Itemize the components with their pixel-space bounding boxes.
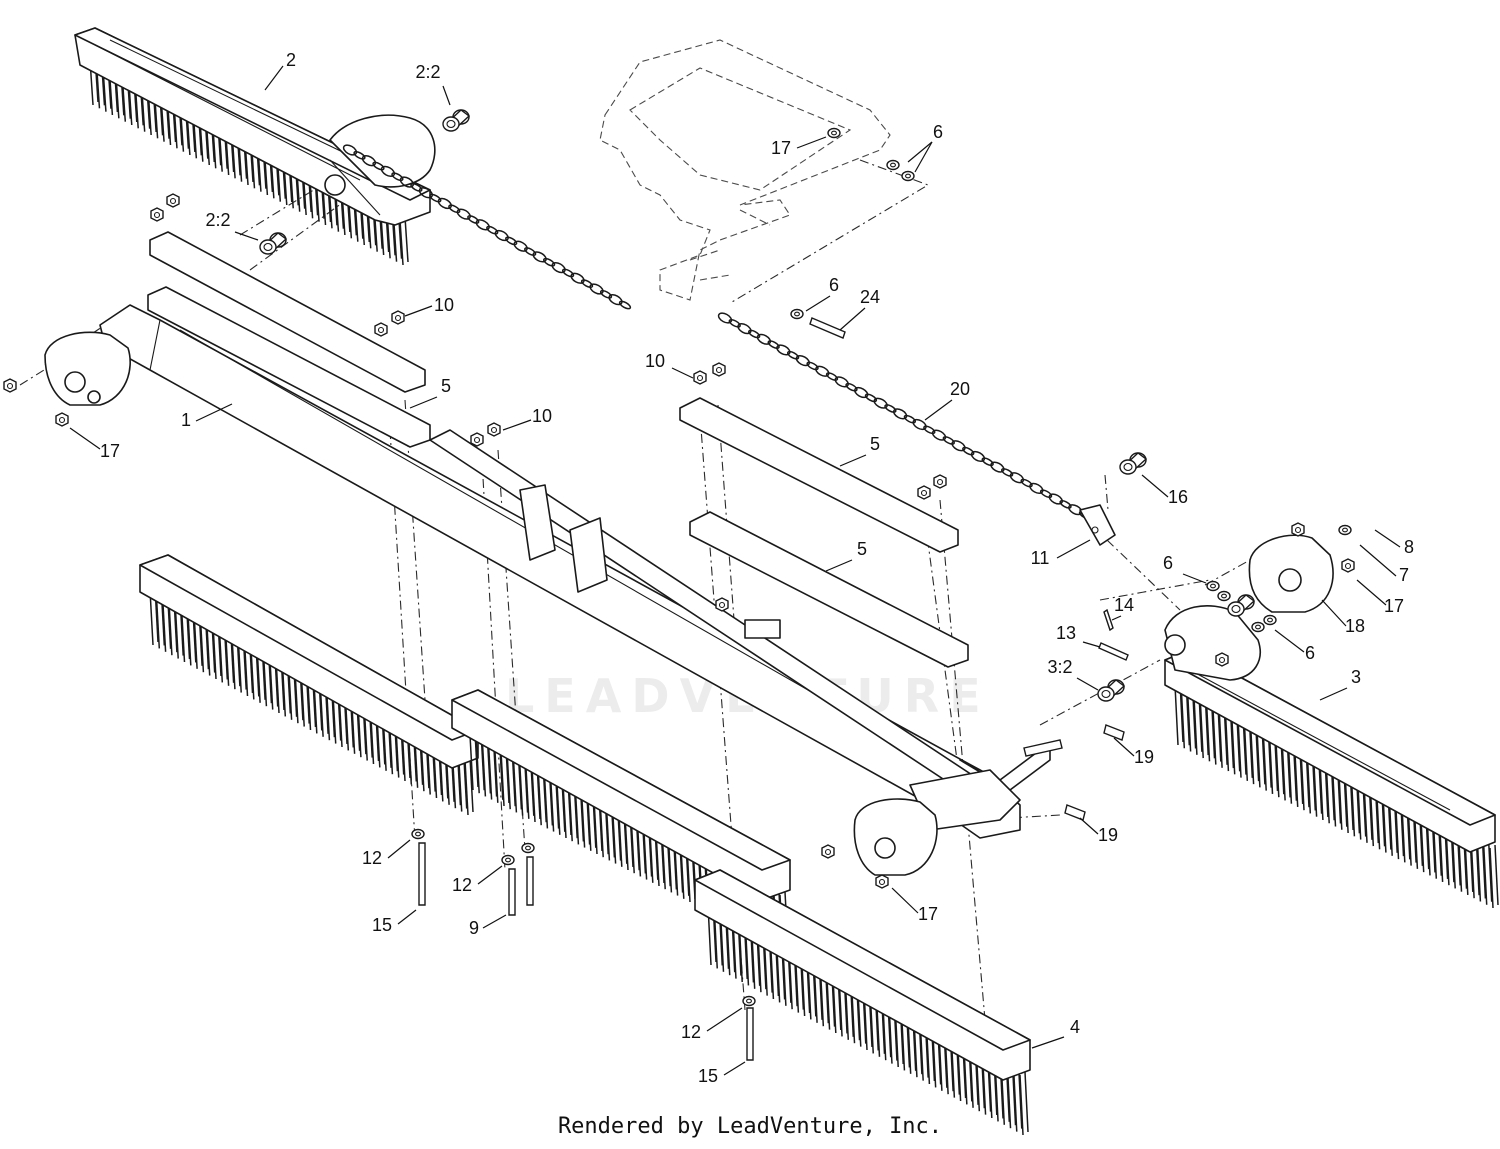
callout-15-33[interactable]: 15: [372, 915, 392, 935]
callout-17-22[interactable]: 17: [1384, 596, 1404, 616]
rake-4: [694, 869, 1031, 1136]
callout-17-32[interactable]: 17: [918, 904, 938, 924]
callout-24-7[interactable]: 24: [860, 287, 880, 307]
rake-lower-middle: [451, 689, 791, 951]
callout-5-17[interactable]: 5: [857, 539, 867, 559]
callout-5-9[interactable]: 5: [441, 376, 451, 396]
callout-3-2-26[interactable]: 3:2: [1047, 657, 1072, 677]
callout-15-37[interactable]: 15: [698, 1066, 718, 1086]
plate-5-middle-right: [679, 397, 969, 668]
callout-6-25[interactable]: 6: [1305, 643, 1315, 663]
rake-2: [74, 27, 436, 266]
callout-17-10[interactable]: 17: [100, 441, 120, 461]
callout-19-29[interactable]: 19: [1098, 825, 1118, 845]
callout-12-36[interactable]: 12: [681, 1022, 701, 1042]
callout-6-19[interactable]: 6: [1163, 553, 1173, 573]
callout-16-15[interactable]: 16: [1168, 487, 1188, 507]
callout-2-0[interactable]: 2: [286, 50, 296, 70]
footer-credit: Rendered by LeadVenture, Inc.: [557, 1114, 943, 1139]
callout-2-2-1[interactable]: 2:2: [415, 62, 440, 82]
rake-3: [1164, 605, 1499, 909]
leader-lines: [69, 65, 1401, 1076]
callout-12-30[interactable]: 12: [362, 848, 382, 868]
callout-7-20[interactable]: 7: [1399, 565, 1409, 585]
chain-20: [717, 312, 1092, 520]
clevis-11: [1079, 504, 1116, 546]
hub-18: [1248, 534, 1334, 613]
callout-10-13[interactable]: 10: [532, 406, 552, 426]
callout-6-6[interactable]: 6: [829, 275, 839, 295]
callout-18-24[interactable]: 18: [1345, 616, 1365, 636]
callout-20-12[interactable]: 20: [950, 379, 970, 399]
callout-14-21[interactable]: 14: [1114, 595, 1134, 615]
callout-9-34[interactable]: 9: [469, 918, 479, 938]
callout-1-8[interactable]: 1: [181, 410, 191, 430]
hub-lower-right: [853, 798, 938, 876]
callout-6-3[interactable]: 6: [933, 122, 943, 142]
callout-5-14[interactable]: 5: [870, 434, 880, 454]
tractor-frame-outline: [599, 39, 891, 301]
rake-lower-left: [139, 554, 479, 816]
callout-12-31[interactable]: 12: [452, 875, 472, 895]
callout-11-16[interactable]: 11: [1031, 548, 1050, 568]
callout-17-2[interactable]: 17: [771, 138, 791, 158]
callout-2-2-4[interactable]: 2:2: [205, 210, 230, 230]
chain-top: [342, 144, 632, 310]
callout-19-28[interactable]: 19: [1134, 747, 1154, 767]
callout-8-18[interactable]: 8: [1404, 537, 1414, 557]
hub-left: [44, 331, 131, 406]
callout-13-23[interactable]: 13: [1056, 623, 1076, 643]
callout-10-11[interactable]: 10: [645, 351, 665, 371]
main-frame-1: [99, 304, 1051, 839]
callout-3-27[interactable]: 3: [1351, 667, 1361, 687]
callout-4-35[interactable]: 4: [1070, 1017, 1080, 1037]
callout-10-5[interactable]: 10: [434, 295, 454, 315]
